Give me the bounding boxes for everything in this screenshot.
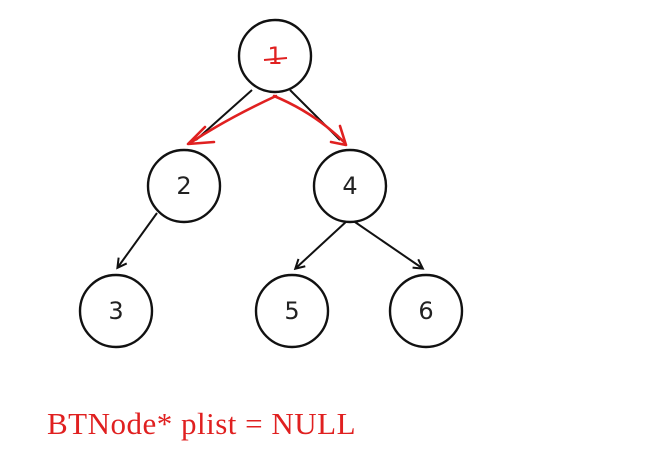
tree-node-4: 4	[312, 148, 388, 224]
red-mark-on-node-1	[263, 57, 288, 61]
code-snippet: BTNode* plist = NULL	[47, 406, 357, 441]
tree-node-5: 5	[254, 273, 330, 349]
tree-node-2-label: 2	[176, 172, 191, 200]
tree-node-1-label: 1	[267, 42, 282, 70]
tree-edges	[118, 89, 422, 268]
red-arrow-head-1-to-2	[186, 125, 216, 146]
tree-node-3: 3	[78, 273, 154, 349]
tree-node-6-label: 6	[418, 297, 433, 325]
tree-node-4-label: 4	[342, 172, 357, 200]
edge-4-to-6	[351, 219, 422, 268]
edge-4-to-5	[296, 219, 349, 268]
tree-node-2: 2	[146, 148, 222, 224]
red-arrow-head-1-to-4	[329, 124, 348, 147]
red-arrow-1-to-4	[272, 94, 347, 145]
tree-node-3-label: 3	[108, 297, 123, 325]
tree-nodes: 1 2 4 3 5 6	[78, 18, 464, 349]
highlighted-edges	[186, 94, 348, 147]
edge-1-to-2-base	[195, 89, 253, 141]
tree-node-5-label: 5	[284, 297, 299, 325]
red-arrow-1-to-2	[188, 94, 278, 145]
tree-node-6: 6	[388, 273, 464, 349]
edge-2-to-3	[118, 212, 158, 267]
tree-node-1: 1	[237, 18, 313, 94]
